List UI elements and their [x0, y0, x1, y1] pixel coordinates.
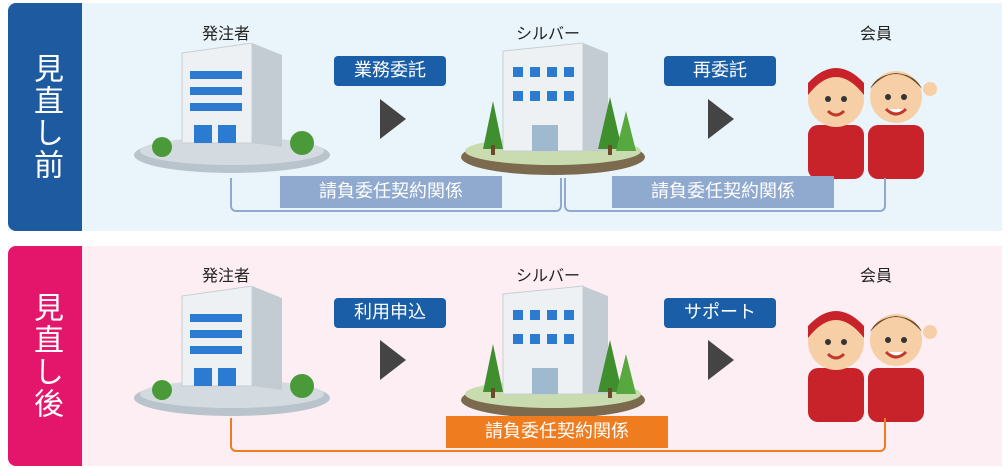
- after-silver-label: シルバー: [516, 266, 581, 285]
- after-panel: 見直し後 発注者 シルバー 会員 利用申込 サポート: [8, 246, 1002, 466]
- before-flow-box-2: 再委託: [664, 56, 776, 86]
- after-orderer-label: 発注者: [202, 266, 251, 285]
- arrow-right-icon: [380, 99, 406, 139]
- office-building-icon: [134, 286, 330, 416]
- arrow-right-icon: [380, 340, 406, 380]
- before-flow-box-1: 業務委託: [334, 56, 446, 86]
- office-building-icon: [134, 43, 330, 173]
- before-side-tab: 見直し前: [8, 3, 82, 231]
- after-contract-bracket: [230, 418, 886, 452]
- silver-center-building-icon: [461, 285, 645, 418]
- silver-center-building-icon: [461, 42, 645, 175]
- before-silver-label: シルバー: [516, 24, 581, 43]
- after-side-label: 見直し後: [28, 292, 63, 420]
- before-orderer-label: 発注者: [202, 24, 251, 43]
- members-icon: [808, 68, 937, 179]
- before-side-label: 見直し前: [28, 53, 63, 181]
- arrow-right-icon: [708, 99, 734, 139]
- before-panel: 見直し前 発注者 シルバー 会員 業務委託 再委託: [8, 3, 1002, 231]
- before-contract-label-left: 請負委任契約関係: [280, 176, 502, 208]
- before-member-label: 会員: [860, 24, 893, 43]
- before-contract-bracket-right: [564, 178, 886, 212]
- before-contract-bracket-left: [230, 178, 562, 212]
- after-flow-box-2: サポート: [664, 298, 776, 328]
- after-flow-box-1: 利用申込: [334, 298, 446, 328]
- members-icon: [808, 311, 937, 422]
- after-contract-label: 請負委任契約関係: [446, 416, 668, 448]
- after-member-label: 会員: [860, 266, 893, 285]
- arrow-right-icon: [708, 340, 734, 380]
- after-side-tab: 見直し後: [8, 246, 82, 466]
- before-contract-label-right: 請負委任契約関係: [612, 176, 834, 208]
